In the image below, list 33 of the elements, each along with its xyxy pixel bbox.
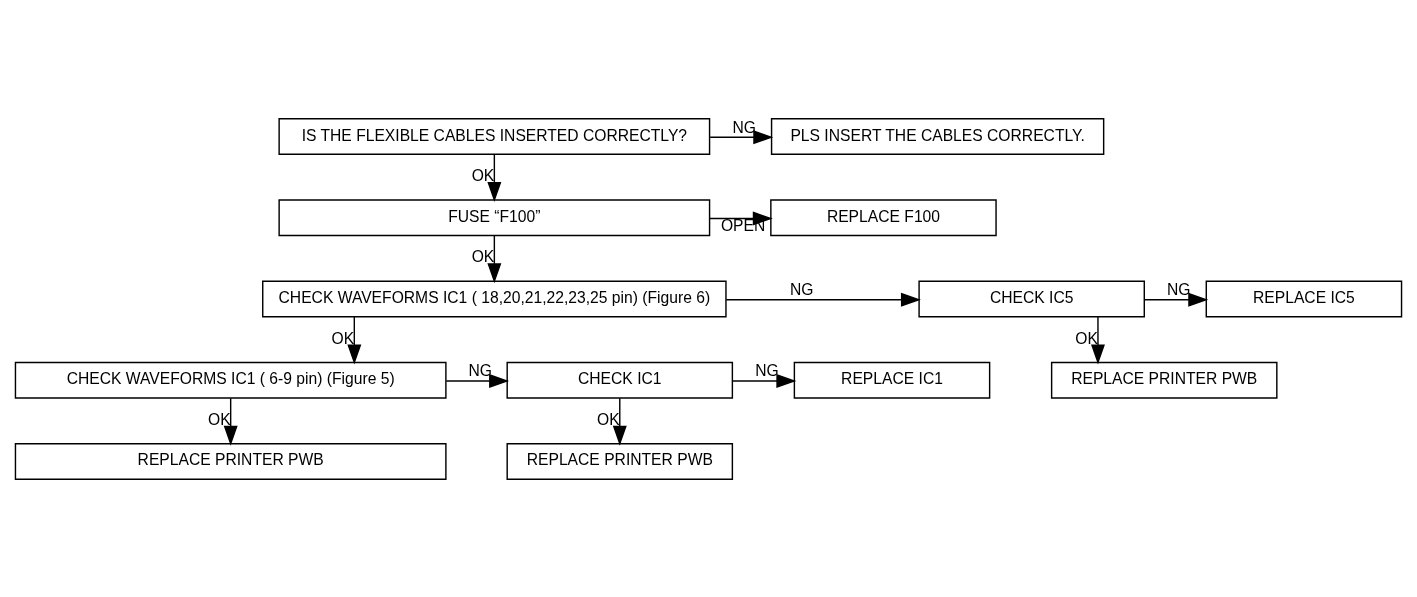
node-box: IS THE FLEXIBLE CABLES INSERTED CORRECTLY? — [278, 117, 711, 155]
arrow — [731, 373, 797, 388]
arrow — [347, 315, 362, 364]
node-box: REPLACE F100 — [770, 198, 997, 236]
edge-label: OK — [331, 329, 355, 347]
node-box: CHECK IC5 — [918, 279, 1145, 318]
node-box: REPLACE IC5 — [1205, 279, 1403, 318]
node-box: FUSE “F100” — [278, 198, 711, 236]
edge-label: OK — [471, 247, 495, 265]
node-box: REPLACE PRINTER PWB — [14, 442, 447, 480]
arrow — [445, 373, 510, 388]
arrow — [487, 153, 502, 202]
node-box: REPLACE PRINTER PWB — [1050, 361, 1278, 399]
arrow — [709, 129, 774, 144]
edge-label: NG — [732, 118, 756, 136]
arrow — [1090, 315, 1105, 364]
edge-label: NG — [755, 361, 779, 379]
arrow — [612, 397, 627, 446]
edge-label: NG — [790, 280, 814, 298]
node-box: PLS INSERT THE CABLES CORRECTLY. — [770, 117, 1105, 155]
node-box: REPLACE IC1 — [793, 361, 991, 399]
node-box: CHECK WAVEFORMS IC1 ( 6-9 pin) (Figure 5) — [14, 361, 447, 399]
arrow — [1143, 292, 1209, 307]
node-box: CHECK IC1 — [506, 361, 734, 399]
edge-label: OK — [471, 166, 495, 184]
edge-label: NG — [468, 361, 492, 379]
arrow — [223, 397, 238, 446]
node-box: CHECK WAVEFORMS IC1 ( 18,20,21,22,23,25 pin) (Figure 6) — [262, 279, 727, 318]
arrow — [725, 292, 921, 307]
edge-label: OK — [207, 410, 231, 428]
arrow — [487, 234, 502, 283]
node-box: REPLACE PRINTER PWB — [506, 442, 734, 480]
edge-label: NG — [1167, 280, 1191, 298]
